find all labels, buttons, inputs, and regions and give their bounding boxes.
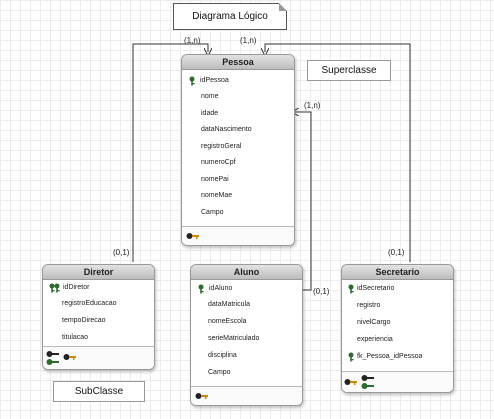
attr[interactable]: serieMatriculado	[208, 335, 260, 342]
diagram-title-note: Diagrama Lógico	[173, 3, 287, 30]
diagram-title: Diagrama Lógico	[192, 11, 268, 22]
entity-diretor[interactable]: Diretor idDiretor registroEducacao tempo…	[42, 264, 155, 370]
green-key-icon	[348, 352, 354, 362]
attr[interactable]: titulacao	[62, 334, 89, 341]
attr-fk[interactable]: fk_Pessoa_idPessoa	[342, 349, 453, 365]
green-key-icon	[198, 284, 204, 294]
cardinality-aluno-end: (0,1)	[313, 287, 330, 296]
attr-pk[interactable]: idSecretario	[342, 281, 453, 297]
attr-pk[interactable]: idDiretor	[43, 280, 154, 296]
cardinality-secretario-end: (0,1)	[388, 248, 405, 257]
attr[interactable]: registro	[357, 302, 381, 309]
attr[interactable]: idade	[201, 110, 219, 117]
attr[interactable]: nomePai	[201, 176, 229, 183]
gold-key-icon	[63, 354, 76, 360]
superclass-label: Superclasse	[321, 65, 377, 76]
entity-pessoa[interactable]: Pessoa idPessoa nome idade dataNasciment…	[181, 54, 295, 246]
subclass-note: SubClasse	[53, 381, 145, 402]
entity-aluno-index-bar	[191, 386, 302, 405]
attr-pk[interactable]: idAluno	[191, 281, 302, 297]
gold-key-icon	[195, 393, 208, 399]
cardinality-pessoa-secretario: (1,n)	[240, 36, 257, 45]
entity-secretario-index-bar	[342, 371, 453, 392]
entity-diretor-index-bar	[43, 346, 154, 369]
attr[interactable]: dataNascimento	[201, 126, 252, 133]
attr[interactable]: Campo	[201, 209, 224, 216]
attr-pk[interactable]: idPessoa	[182, 73, 294, 89]
green-key-icon	[54, 283, 60, 293]
green-key-icon	[49, 283, 55, 293]
entity-pessoa-index-bar	[182, 226, 294, 245]
subclass-label: SubClasse	[74, 386, 124, 397]
attr[interactable]: registroEducacao	[62, 300, 117, 307]
superclass-note: Superclasse	[307, 60, 391, 81]
attr[interactable]: nivelCargo	[357, 319, 391, 326]
green-key-icon	[46, 359, 59, 365]
line-pessoa-diretor	[132, 43, 208, 262]
gold-key-icon	[361, 375, 374, 381]
gold-key-icon	[46, 351, 59, 357]
attr[interactable]: numeroCpf	[201, 159, 236, 166]
attr[interactable]: nomeMae	[201, 192, 233, 199]
entity-aluno[interactable]: Aluno idAluno dataMatricula nomeEscola s…	[190, 264, 303, 406]
line-pessoa-aluno	[295, 112, 312, 291]
line-pessoa-secretario	[265, 43, 411, 262]
green-key-icon	[189, 76, 195, 86]
green-key-icon	[348, 284, 354, 294]
entity-secretario-header: Secretario	[342, 265, 453, 280]
cardinality-pessoa-diretor: (1,n)	[184, 36, 201, 45]
attr[interactable]: experiencia	[357, 336, 393, 343]
entity-diretor-header: Diretor	[43, 265, 154, 280]
attr[interactable]: nomeEscola	[208, 318, 247, 325]
attr[interactable]: tempoDirecao	[62, 317, 106, 324]
green-key-icon	[361, 383, 374, 389]
attr[interactable]: disciplina	[208, 352, 237, 359]
gold-key-icon	[344, 379, 357, 385]
entity-pessoa-header: Pessoa	[182, 55, 294, 70]
entity-aluno-header: Aluno	[191, 265, 302, 280]
attr[interactable]: nome	[201, 93, 219, 100]
gold-key-icon	[186, 233, 199, 239]
attr[interactable]: registroGeral	[201, 143, 242, 150]
cardinality-pessoa-aluno: (1,n)	[304, 101, 321, 110]
attr[interactable]: dataMatricula	[208, 301, 251, 308]
attr[interactable]: Campo	[208, 369, 231, 376]
cardinality-diretor-end: (0,1)	[113, 248, 130, 257]
entity-secretario[interactable]: Secretario idSecretario registro nivelCa…	[341, 264, 454, 393]
